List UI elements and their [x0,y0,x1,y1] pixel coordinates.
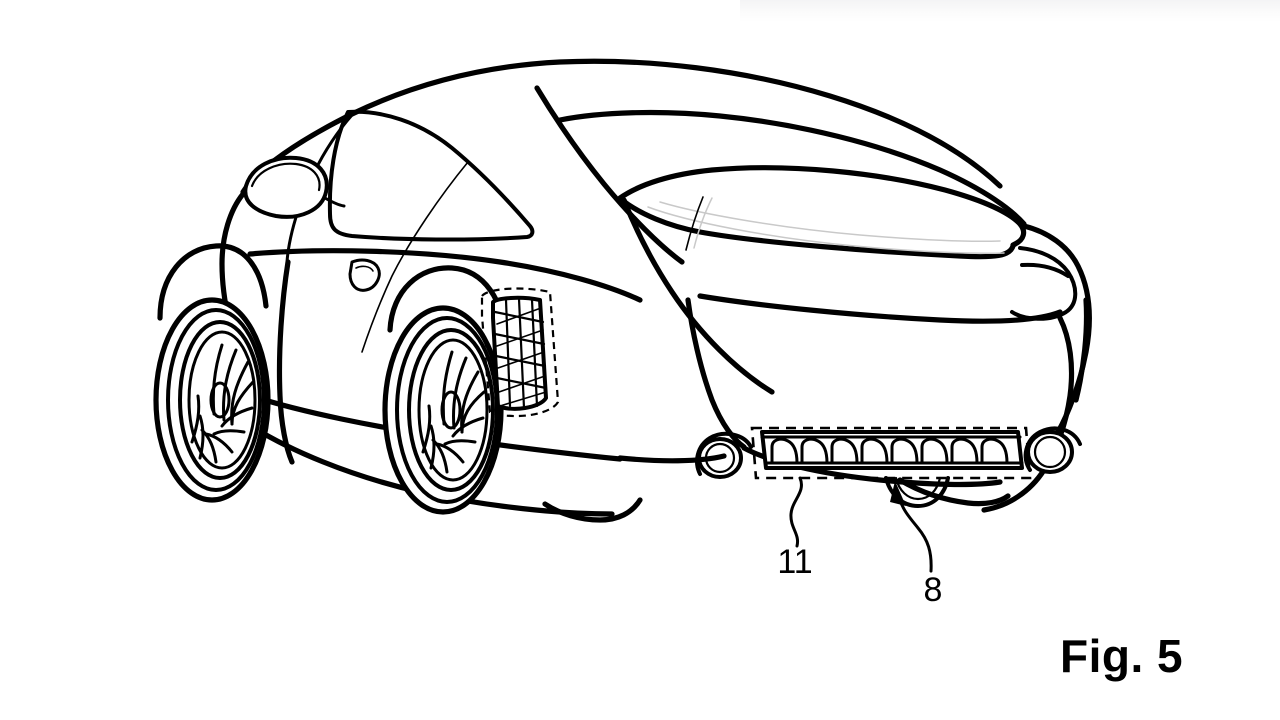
rear-wheel-spokes [421,350,486,474]
door-handle [348,258,381,292]
diffuser-vane [980,437,1009,465]
diffuser-vane [890,437,919,465]
rear-wheel-group [382,305,504,515]
deck-shut-line [685,196,704,251]
exhaust-right-surround [1023,426,1082,472]
rear-diffuser-group [750,426,1032,480]
taillight-outline [1010,246,1078,321]
diffuser-vane [800,437,829,465]
side-vent-mesh-diagonal [493,307,548,407]
rocker-rear-kick [542,497,643,523]
front-tire-sidewall [166,308,266,492]
diffuser-vane [830,437,859,465]
car-illustration [153,58,1092,523]
front-wheel-spokes [190,343,255,464]
mirror-stalk [323,196,346,208]
rear-body-right-edge [1073,297,1090,403]
diffuser-vanes [770,437,1009,465]
quarter-lower-to-bumper [617,453,727,464]
deck-lid-outline [621,197,775,395]
callout-8: 8 [890,481,942,609]
diffuser-vane [770,437,799,465]
front-rim-lip [187,330,257,470]
side-mirror-glass [250,162,321,192]
exhaust-left-surround [695,431,753,476]
callout-label-8: 8 [924,571,943,609]
diffuser-vane [950,437,979,465]
exhaust-right-group [1023,426,1082,474]
leader-line-8 [898,498,933,573]
door-handle-recess [355,265,374,272]
taillight-upper-split [1020,262,1070,278]
diffuser-vane [920,437,949,465]
bumper-center-scallop-inner [894,476,942,501]
roof-line [240,58,1003,195]
front-wheel-group [153,297,271,503]
side-vent-dashed-outline [480,287,560,418]
bumper-center-scallop [884,476,950,508]
rear-spoiler-underside [619,197,1016,260]
callout-label-11: 11 [777,543,812,581]
rear-rim-lip [417,338,489,482]
side-mirror-housing [243,155,329,219]
beltline-left [247,248,643,303]
backlight-upper-edge [557,109,1027,227]
rear-glass-edge-lower [647,206,1005,254]
rear-spoiler-top [617,165,1027,248]
figure-label: Fig. 5 [1060,630,1183,682]
side-window-outline [327,109,535,242]
rear-hub [440,390,462,430]
rear-bumper-lower-skirt [897,477,1011,507]
leader-arrowhead-8 [890,481,906,506]
diffuser-dashed-outline [750,426,1032,480]
rear-tire-sidewall [395,316,499,504]
side-mirror-group [243,155,346,219]
front-hub [209,381,231,419]
callout-11: 11 [777,476,813,581]
front-wheel-arch [157,243,269,321]
rear-rim-outer [407,328,495,492]
rear-glass-edge-upper [659,201,1001,242]
rear-glass-pillar-line [693,197,713,249]
exhaust-tip-right-inner [1033,435,1067,469]
window-divider-line [361,161,469,353]
c-pillar-line [534,85,685,265]
leader-line-11 [789,476,803,548]
side-vent-group [480,287,560,418]
front-rim-outer [178,320,262,480]
diffuser-vane [860,437,889,465]
